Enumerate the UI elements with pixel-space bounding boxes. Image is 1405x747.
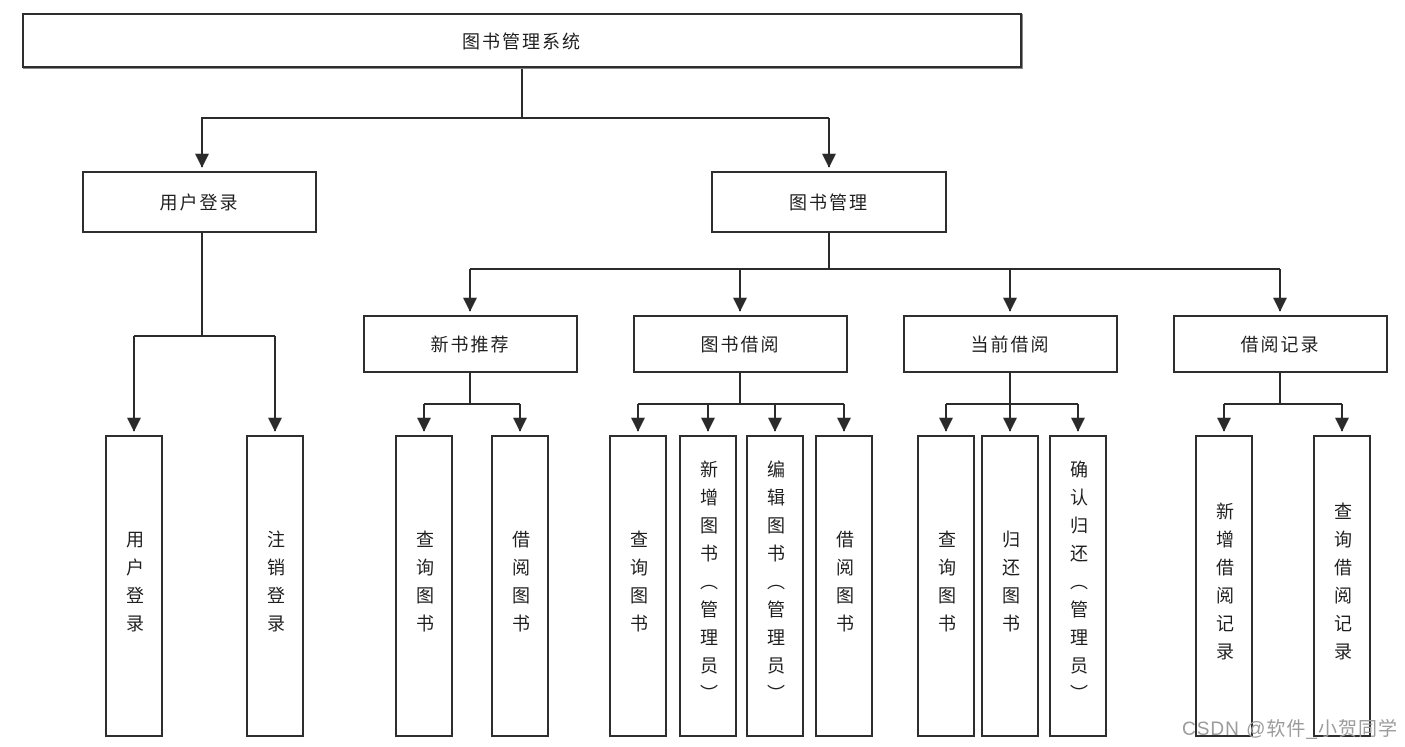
node-new-book-recommend: 新书推荐 <box>363 315 578 373</box>
node-label: 查询图书 <box>936 530 956 642</box>
leaf-current-return-books: 归还图书 <box>981 435 1039 737</box>
node-label: 新增图书（管理员） <box>698 460 718 712</box>
node-label: 编辑图书（管理员） <box>765 460 785 712</box>
node-label: 当前借阅 <box>970 335 1051 355</box>
leaf-current-query-books: 查询图书 <box>917 435 975 737</box>
leaf-user-login: 用户登录 <box>105 435 163 737</box>
node-label: 借阅图书 <box>834 530 854 642</box>
node-label: 查询借阅记录 <box>1332 502 1352 670</box>
node-label: 图书借阅 <box>700 335 781 355</box>
leaf-borrow-borrow-books: 借阅图书 <box>815 435 873 737</box>
node-book-borrow: 图书借阅 <box>633 315 848 373</box>
leaf-borrow-edit-books-admin: 编辑图书（管理员） <box>746 435 804 737</box>
node-borrow-records: 借阅记录 <box>1173 315 1388 373</box>
node-label: 确认归还（管理员） <box>1068 460 1088 712</box>
node-label: 用户登录 <box>124 530 144 642</box>
leaf-records-query-record: 查询借阅记录 <box>1313 435 1371 737</box>
node-label: 借阅图书 <box>510 530 530 642</box>
node-label: 新增借阅记录 <box>1214 502 1234 670</box>
node-book-management: 图书管理 <box>711 171 947 233</box>
node-label: 查询图书 <box>628 530 648 642</box>
node-label: 用户登录 <box>159 193 240 213</box>
csdn-watermark: CSDN @软件_小贺同学 <box>1182 719 1398 740</box>
node-label: 查询图书 <box>414 530 434 642</box>
node-label: 注销登录 <box>265 530 285 642</box>
node-current-borrow: 当前借阅 <box>903 315 1118 373</box>
leaf-borrow-add-books-admin: 新增图书（管理员） <box>679 435 737 737</box>
node-label: 图书管理系统 <box>462 31 582 52</box>
leaf-logout: 注销登录 <box>246 435 304 737</box>
node-label: 归还图书 <box>1000 530 1020 642</box>
node-label: 新书推荐 <box>430 335 511 355</box>
leaf-records-add-record: 新增借阅记录 <box>1195 435 1253 737</box>
leaf-borrow-query-books: 查询图书 <box>609 435 667 737</box>
node-root-library-system: 图书管理系统 <box>22 13 1022 68</box>
node-label: 借阅记录 <box>1240 335 1321 355</box>
node-label: 图书管理 <box>789 193 869 213</box>
node-user-login: 用户登录 <box>82 171 317 233</box>
leaf-current-confirm-return-admin: 确认归还（管理员） <box>1049 435 1107 737</box>
leaf-newbooks-query-books: 查询图书 <box>395 435 453 737</box>
leaf-newbooks-borrow-books: 借阅图书 <box>491 435 549 737</box>
